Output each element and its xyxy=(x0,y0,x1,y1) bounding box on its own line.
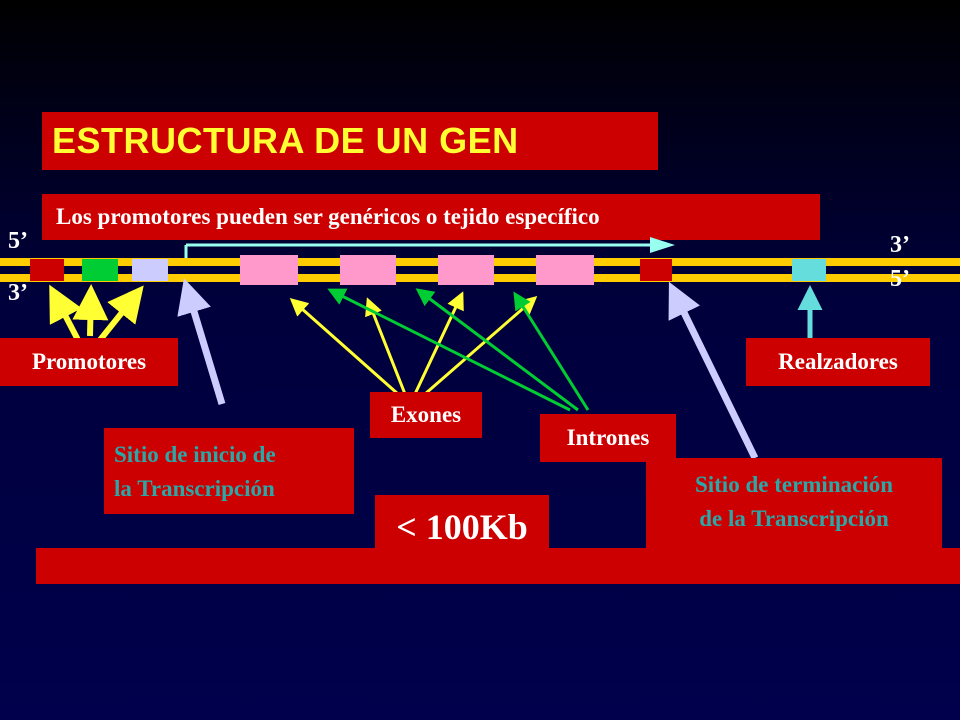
promoter-element-green xyxy=(82,259,118,281)
intrones-label: Intrones xyxy=(540,414,676,462)
exones-label: Exones xyxy=(370,392,482,438)
exon-3 xyxy=(438,255,494,285)
transcription-start-label: Sitio de inicio de la Transcripción xyxy=(104,428,354,514)
transcription-termination-label: Sitio de terminación de la Transcripción xyxy=(646,458,942,548)
strand-label-top-left: 5’ xyxy=(8,228,28,254)
strand-label-bottom-left: 3’ xyxy=(8,280,28,306)
start-label-line2: la Transcripción xyxy=(114,476,275,501)
termination-site-arrow xyxy=(668,281,759,460)
termination-site-element xyxy=(640,259,672,281)
exon-4 xyxy=(536,255,594,285)
promoter-element-red xyxy=(30,259,64,281)
start-label-line1: Sitio de inicio de xyxy=(114,442,276,467)
strand-label-bottom-right: 5’ xyxy=(890,266,910,292)
gene-size-label: < 100Kb xyxy=(375,495,549,555)
exon-1 xyxy=(240,255,298,285)
termination-label-line2: de la Transcripción xyxy=(699,506,889,531)
subtitle: Los promotores pueden ser genéricos o te… xyxy=(42,194,820,240)
intron-arrows xyxy=(327,288,590,412)
promotores-label: Promotores xyxy=(0,338,178,386)
enhancer-element xyxy=(792,259,826,281)
realzadores-label: Realzadores xyxy=(746,338,930,386)
termination-label-line1: Sitio de terminación xyxy=(694,472,894,497)
page-title: ESTRUCTURA DE UN GEN xyxy=(42,112,658,170)
promoter-element-lavender xyxy=(132,259,168,281)
exon-2 xyxy=(340,255,396,285)
start-site-arrow xyxy=(177,278,226,406)
exon-arrows xyxy=(289,291,538,396)
strand-label-top-right: 3’ xyxy=(890,232,910,258)
promoter-arrows xyxy=(49,284,144,342)
